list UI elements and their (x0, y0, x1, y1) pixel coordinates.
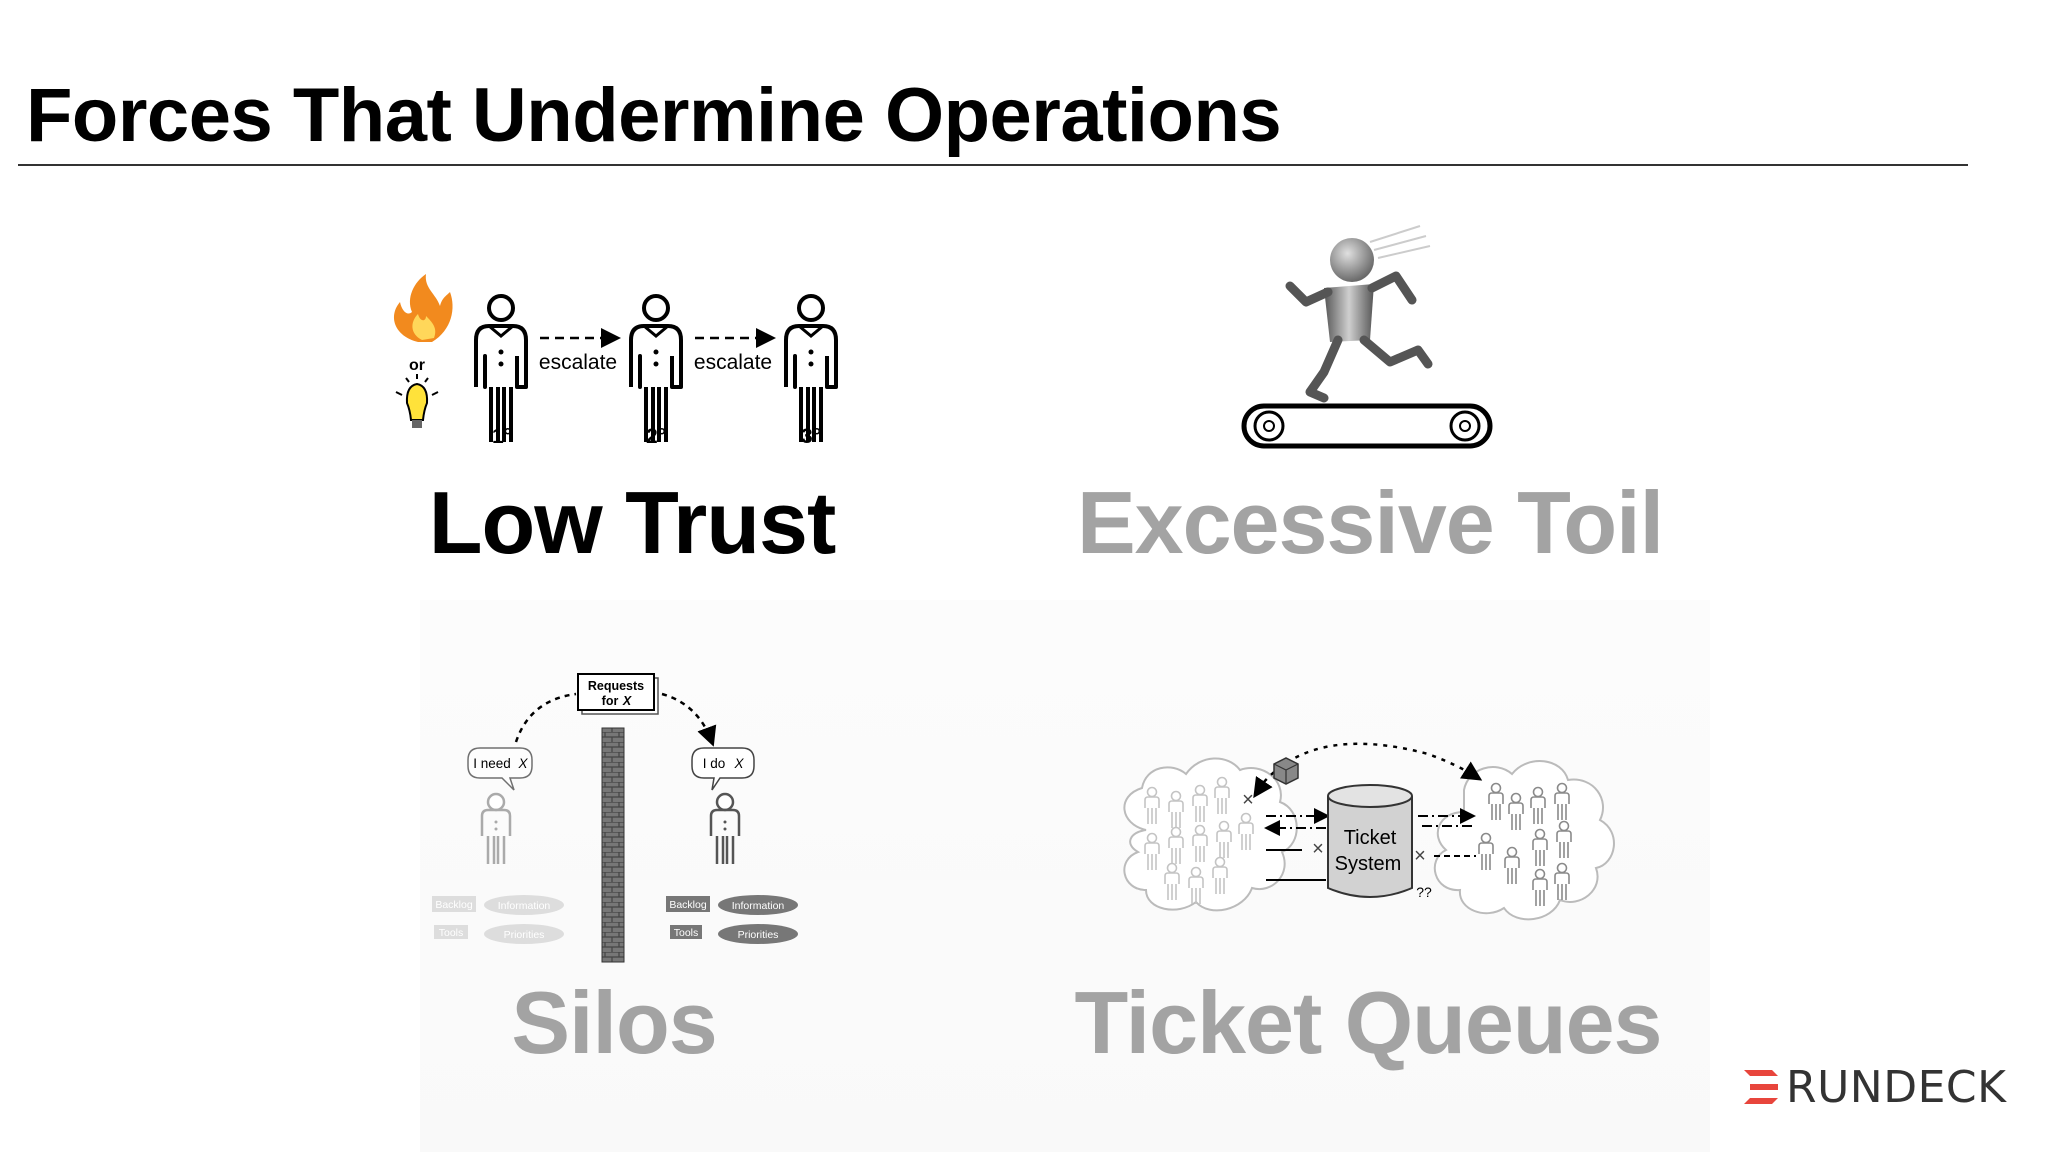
requests-label-line1: Requests (588, 679, 644, 693)
tools-label: Tools (674, 927, 699, 939)
person-icon (476, 296, 526, 442)
requests-var: X (622, 694, 632, 708)
requests-label-line2: for (602, 694, 619, 708)
caption-ticket-queues: Ticket Queues (1075, 972, 1662, 1074)
priorities-label: Priorities (504, 929, 545, 941)
package-icon (1274, 758, 1298, 784)
rundeck-logo-mark (1740, 1066, 1782, 1108)
backlog-label: Backlog (435, 899, 473, 911)
lightbulb-icon (396, 374, 438, 428)
failure-x-icon: × (1414, 845, 1426, 867)
brick-wall (602, 728, 624, 962)
caption-low-trust: Low Trust (429, 472, 836, 574)
failure-x-icon: × (1242, 789, 1254, 811)
running-person-icon (1290, 238, 1428, 398)
rundeck-logo: RUNDECK (1740, 1062, 2002, 1112)
escalate-label: escalate (539, 351, 617, 374)
escalate-label: escalate (694, 351, 772, 374)
priorities-label: Priorities (738, 929, 779, 941)
person-icon (711, 794, 739, 864)
level-label: 1° (492, 425, 512, 448)
information-label: Information (732, 900, 785, 912)
requests-box: Requests for X (578, 674, 658, 714)
right-cloud (1435, 761, 1614, 919)
caption-excessive-toil: Excessive Toil (1077, 472, 1663, 574)
slide-title: Forces That Undermine Operations (26, 72, 1281, 159)
treadmill-illustration (1240, 222, 1510, 452)
silos-illustration: Requests for X I need X I do X Backlog T… (430, 672, 810, 972)
do-text: I do (703, 756, 726, 771)
need-var: X (517, 756, 528, 771)
level-label: 2° (646, 425, 666, 448)
rundeck-wordmark: RUNDECK (1786, 1062, 2006, 1113)
person-icon (631, 296, 681, 442)
ticket-system-line1: Ticket (1344, 827, 1397, 849)
conveyor-belt-icon (1244, 406, 1490, 446)
ticket-queues-illustration: × × × Ticket System ?? (1116, 740, 1626, 950)
speed-lines (1370, 226, 1430, 258)
backlog-label: Backlog (669, 899, 707, 911)
caption-silos: Silos (511, 972, 716, 1074)
information-label: Information (498, 900, 551, 912)
tools-label: Tools (439, 927, 464, 939)
level-label: 3° (801, 425, 821, 448)
requests-arrow (662, 694, 712, 742)
or-label: or (409, 357, 425, 374)
requests-arrow (516, 694, 576, 742)
title-divider (18, 164, 1968, 166)
low-trust-illustration: or escalate escalate 1° 2° 3° (380, 268, 860, 458)
flame-icon (394, 274, 453, 342)
person-icon (482, 794, 510, 864)
ticket-system-line2: System (1335, 853, 1402, 875)
do-var: X (733, 756, 744, 771)
need-text: I need (473, 756, 511, 771)
unknown-label: ?? (1416, 884, 1432, 900)
person-icon (786, 296, 836, 442)
failure-x-icon: × (1312, 838, 1324, 860)
